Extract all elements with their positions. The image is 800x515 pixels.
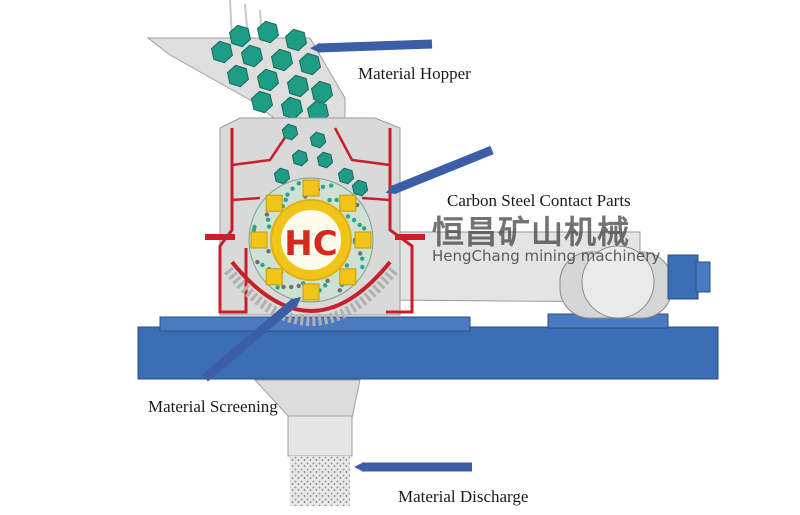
grit-particle xyxy=(266,224,272,229)
grit-particle xyxy=(334,197,339,203)
screening-label: Material Screening xyxy=(148,397,278,416)
stone-icon xyxy=(309,131,327,149)
discharged-material xyxy=(290,456,350,506)
stone-icon xyxy=(281,123,299,141)
hammer-head xyxy=(265,194,283,212)
stone-icon xyxy=(228,24,252,48)
stone-icon xyxy=(256,68,280,92)
hammer-head xyxy=(265,268,283,286)
grit-particle xyxy=(255,259,260,265)
grit-particle xyxy=(323,283,328,288)
grit-particle xyxy=(329,183,334,188)
grit-particle xyxy=(281,284,286,290)
hammer-head xyxy=(354,231,372,249)
stone-icon xyxy=(351,179,369,197)
hc-logo: HC xyxy=(270,199,352,281)
grit-particle xyxy=(252,224,257,230)
stone-icon xyxy=(256,20,280,44)
stone-icon xyxy=(240,44,264,68)
grit-particle xyxy=(344,263,350,268)
grit-particle xyxy=(337,288,342,293)
carbon-steel-arrow xyxy=(385,145,494,195)
grit-particle xyxy=(357,222,362,228)
grit-particle xyxy=(327,197,332,203)
grit-particle xyxy=(362,226,367,231)
screening-arrow xyxy=(202,296,302,382)
grit-particle xyxy=(360,264,365,270)
screen-plate xyxy=(230,260,392,313)
grit-particle xyxy=(325,278,330,283)
motor-end-cap xyxy=(667,254,699,300)
hammer-head xyxy=(339,268,357,286)
red-liner-frame xyxy=(218,128,414,314)
stone-icon xyxy=(316,151,334,169)
grit-particle xyxy=(296,181,301,186)
stone-icon xyxy=(337,167,355,185)
pulley xyxy=(581,245,655,319)
discharge-chute xyxy=(253,379,361,506)
grit-particle xyxy=(290,186,295,191)
hc-logo-letters: HC xyxy=(284,224,337,264)
grit-particle xyxy=(260,262,265,268)
stone-icon xyxy=(270,48,294,72)
hammer-head xyxy=(302,179,320,197)
stone-icon xyxy=(286,74,310,98)
grit-particle xyxy=(275,285,280,290)
base-platform xyxy=(137,313,719,380)
grit-particle xyxy=(345,214,351,219)
feed-hopper xyxy=(146,0,346,131)
grit-particle xyxy=(289,284,294,290)
stone-icon xyxy=(291,149,309,167)
stone-icon xyxy=(310,80,334,104)
hammer-head xyxy=(339,194,357,212)
grit-particle xyxy=(285,192,290,197)
grit-particle xyxy=(351,217,357,223)
discharge-label: Material Discharge xyxy=(398,487,529,506)
grit-particle xyxy=(358,251,363,256)
stone-icon xyxy=(298,52,322,76)
carbon-steel-label: Carbon Steel Contact Parts xyxy=(447,191,631,210)
grit-particle xyxy=(283,197,288,202)
hopper-arrow xyxy=(310,39,433,53)
grit-particle xyxy=(266,249,271,254)
grit-particle xyxy=(264,212,270,217)
stone-icon xyxy=(226,64,250,88)
grit-particle xyxy=(360,256,365,261)
hammer-heads xyxy=(250,179,372,301)
pointer-arrows xyxy=(202,39,494,472)
watermark-chinese: 恒昌矿山机械 xyxy=(432,213,631,251)
hopper-stones xyxy=(210,20,334,124)
stone-icon xyxy=(284,28,308,52)
falling-stones xyxy=(273,123,369,197)
hammer-head xyxy=(250,231,268,249)
stone-icon xyxy=(250,90,274,114)
hopper-label: Material Hopper xyxy=(358,64,471,83)
grit-particle xyxy=(320,184,326,189)
hammer-head xyxy=(302,283,320,301)
grit-particle xyxy=(265,217,271,222)
stone-icon xyxy=(210,40,234,64)
watermark-english: HengChang mining machinery xyxy=(432,247,661,265)
grit-particle xyxy=(296,283,301,289)
